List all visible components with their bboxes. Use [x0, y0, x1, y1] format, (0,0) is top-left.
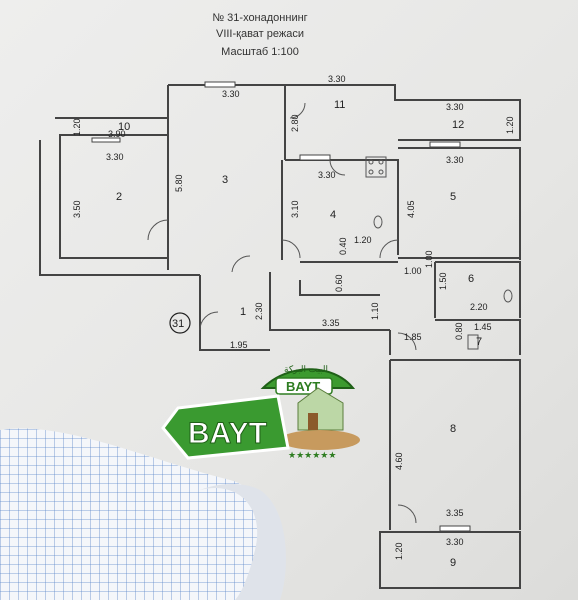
dim-6-width: 2.20: [470, 302, 488, 312]
dim-1-width: 1.95: [230, 340, 248, 350]
dim-corridor-185: 1.85: [404, 332, 422, 342]
dim-4-a: 1.20: [354, 235, 372, 245]
apartment-number: 31: [172, 318, 184, 330]
dim-6-height: 1.50: [438, 272, 448, 290]
dim-4-width: 3.30: [318, 170, 336, 180]
dim-12-width: 3.30: [446, 102, 464, 112]
dim-corridor-06: 0.60: [334, 274, 344, 292]
dim-12-height: 1.20: [505, 116, 515, 134]
dim-3-height: 5.80: [174, 174, 184, 192]
logo-stars: ★★★★★★: [288, 450, 336, 460]
bayt-logo: BAYT البيت البركة BAYT ★★★★★★: [161, 364, 360, 460]
dim-corridor-height: 1.10: [370, 302, 380, 320]
fixtures: [365, 156, 513, 350]
dim-2-width: 3.30: [106, 152, 124, 162]
dim-3-width: 3.30: [222, 89, 240, 99]
dim-7-width: 1.45: [474, 322, 492, 332]
room-8-label: 8: [450, 423, 456, 435]
room-7-label: 7: [476, 336, 482, 348]
dim-8-width: 3.35: [446, 508, 464, 518]
graph-paper-roll: [0, 428, 286, 600]
dim-11-width: 3.30: [328, 74, 346, 84]
room-2-label: 2: [116, 191, 122, 203]
dim-4-height: 3.10: [290, 200, 300, 218]
plan-floor: VIII-қават режаси: [215, 28, 305, 40]
room-1-label: 1: [240, 306, 246, 318]
room-6-label: 6: [468, 273, 474, 285]
doors: [147, 102, 417, 524]
dim-2-height: 3.50: [72, 200, 82, 218]
plan-title: № 31-хонадоннинг: [212, 12, 308, 24]
logo-small-text: BAYT: [286, 379, 320, 394]
plan-scale: Масштаб 1:100: [221, 46, 299, 58]
room-10-label: 10: [118, 121, 130, 133]
dim-7-height: 0.80: [454, 322, 464, 340]
dim-1-height: 2.30: [254, 302, 264, 320]
dim-5-b: 1.00: [424, 250, 434, 268]
room-9-label: 9: [450, 557, 456, 569]
room-12-label: 12: [452, 119, 464, 131]
dim-11-height: 2.80: [290, 114, 300, 132]
dim-9-width: 3.30: [446, 537, 464, 547]
dim-9-height: 1.20: [394, 542, 404, 560]
dim-8-height: 4.60: [394, 452, 404, 470]
dim-4-b: 0.40: [338, 237, 348, 255]
logo-arabic-text: البيت البركة: [284, 364, 328, 375]
room-11-label: 11: [334, 99, 345, 111]
room-4-label: 4: [330, 209, 336, 221]
dim-10-height: 1.20: [72, 118, 82, 136]
dim-corridor-1: 1.00: [404, 266, 422, 276]
dim-5-height: 4.05: [406, 200, 416, 218]
dim-10-width: 3.90: [108, 129, 126, 139]
room-3-label: 3: [222, 174, 228, 186]
logo-main-text: BAYT: [188, 417, 267, 450]
apartment-marker: [169, 312, 191, 334]
dim-corridor-width: 3.35: [322, 318, 340, 328]
room-5-label: 5: [450, 191, 456, 203]
dim-5-width: 3.30: [446, 155, 464, 165]
windows: [91, 81, 471, 532]
